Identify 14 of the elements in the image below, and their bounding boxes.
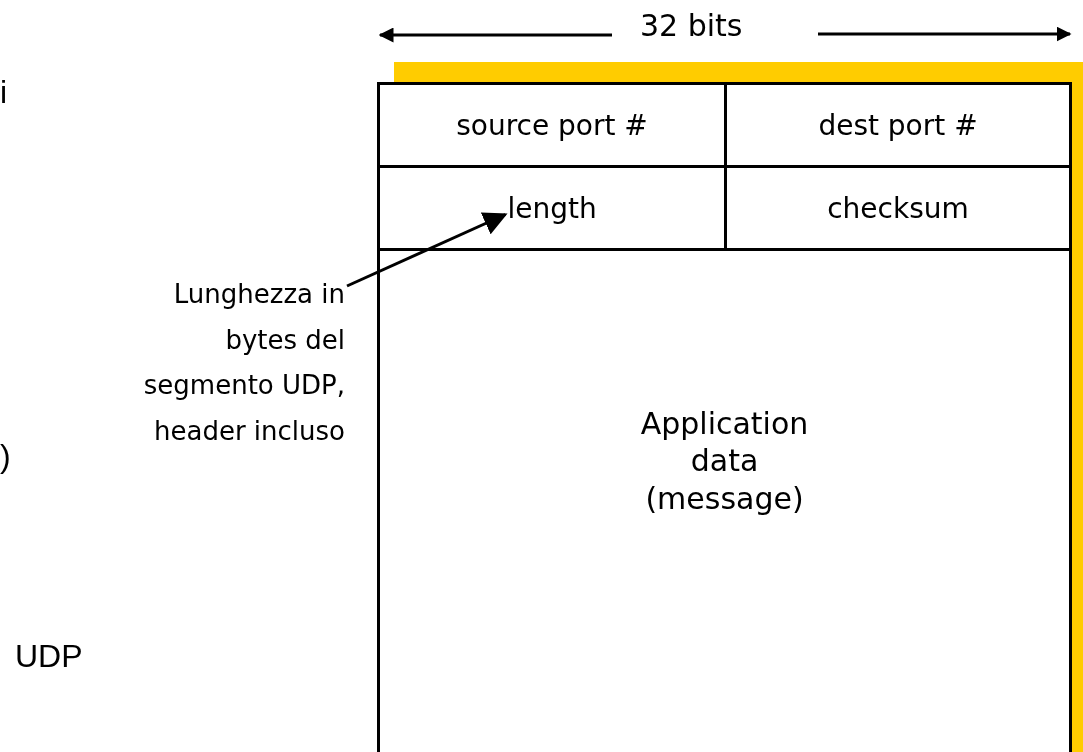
field-label: source port # bbox=[456, 108, 648, 142]
udp-segment-box bbox=[377, 82, 1072, 752]
header-field bbox=[380, 85, 727, 168]
cut-off-text: ) bbox=[0, 438, 11, 475]
header-field bbox=[380, 168, 727, 251]
cut-off-text: UDP bbox=[15, 638, 83, 675]
leader-line bbox=[346, 212, 508, 288]
field-label: checksum bbox=[827, 191, 969, 225]
field-label: dest port # bbox=[818, 108, 978, 142]
annotation-text: Lunghezza in bytes del segmento UDP, header incluso bbox=[140, 272, 345, 454]
field-label: length bbox=[507, 191, 597, 225]
dimension-label: 32 bits bbox=[640, 8, 743, 43]
cut-off-text: i bbox=[0, 74, 8, 111]
field-label: Application data (message) bbox=[639, 404, 810, 518]
